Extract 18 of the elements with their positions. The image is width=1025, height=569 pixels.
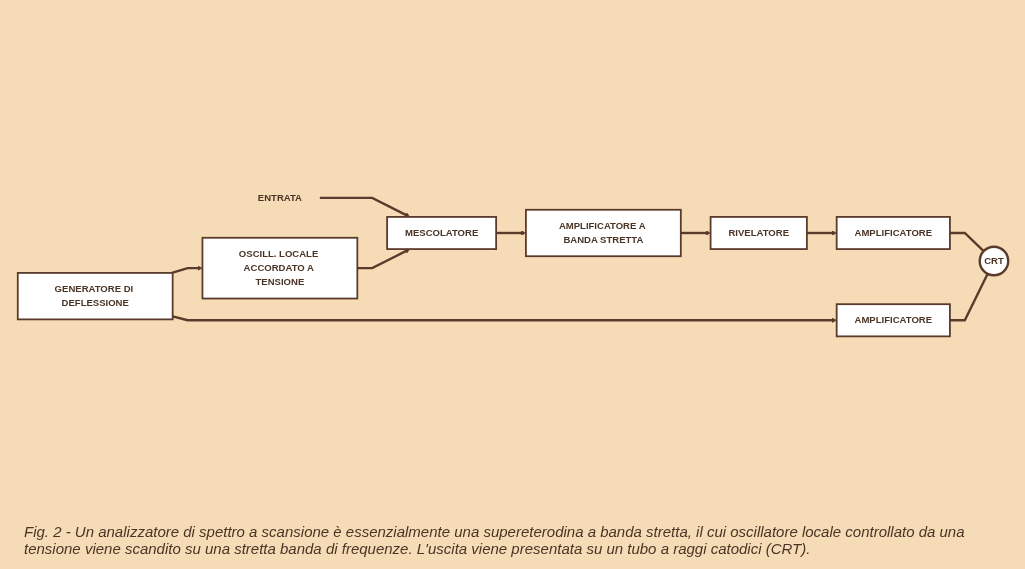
arrow xyxy=(680,230,711,237)
connector xyxy=(949,232,984,253)
connector xyxy=(949,273,989,322)
arrow xyxy=(806,230,837,237)
node-box: AMPLIFICATORE A BANDA STRETTA xyxy=(524,209,682,258)
node-box: AMPLIFICATORE xyxy=(835,216,951,251)
node-box: RIVELATORE xyxy=(709,216,808,251)
node-circle: CRT xyxy=(978,246,1009,277)
node-box: OSCILL. LOCALE ACCORDATO A TENSIONE xyxy=(201,237,358,300)
arrow xyxy=(495,230,526,237)
arrow xyxy=(356,249,410,270)
node-text: ENTRATA xyxy=(257,192,302,204)
node-box: MESCOLATORE xyxy=(385,216,497,251)
node-box: AMPLIFICATORE xyxy=(835,303,951,338)
node-box: GENERATORE DI DEFLESSIONE xyxy=(16,272,174,321)
figure-caption: Fig. 2 - Un analizzatore di spettro a scansione è essenzialmente una supereterodina a banda stretta, il cui oscillatore locale controllato da una tensione viene scandito su una stretta banda di frequenze. L'uscita viene presentata su un tubo a raggi catodici (CRT). xyxy=(23,522,966,559)
arrow xyxy=(171,315,837,324)
arrow xyxy=(319,197,410,218)
